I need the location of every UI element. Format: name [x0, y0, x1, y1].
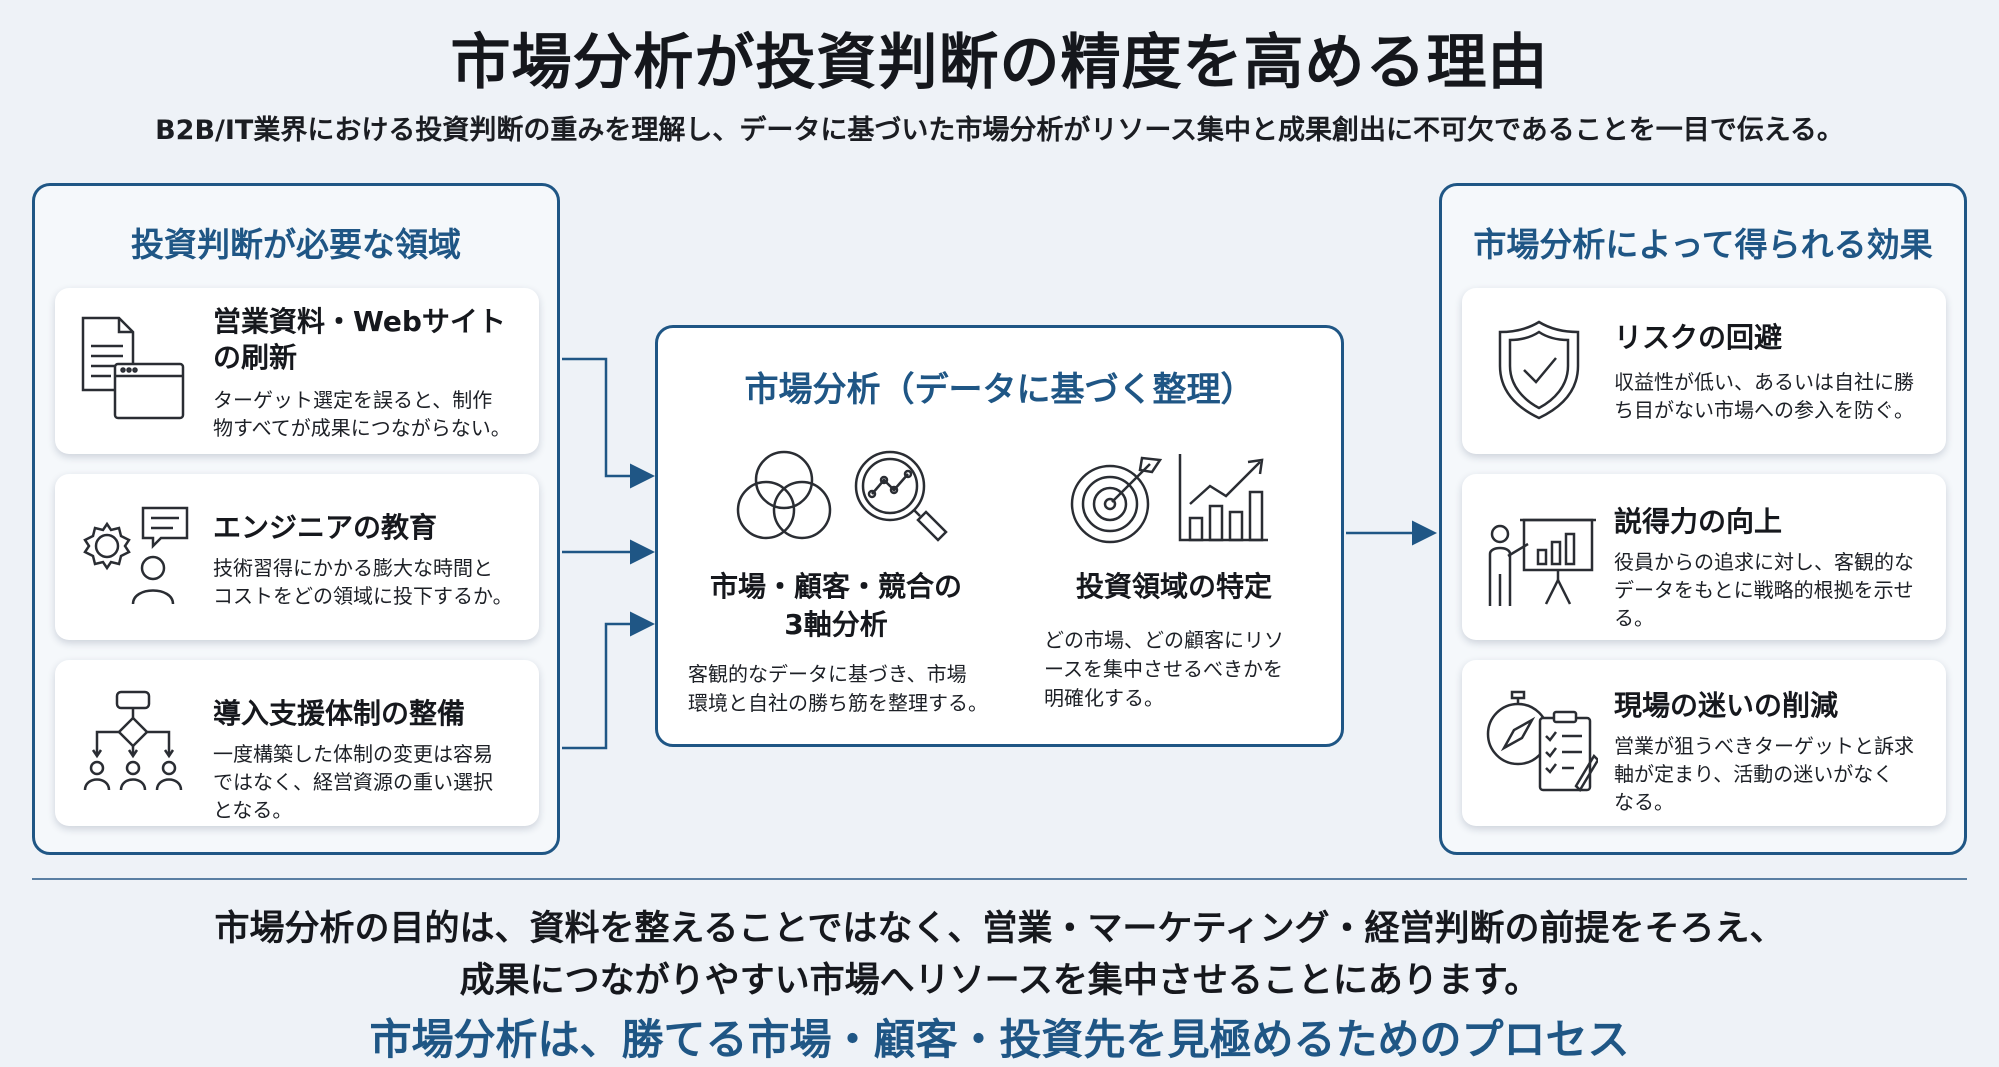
page-subtitle: B2B/IT業界における投資判断の重みを理解し、データに基づいた市場分析がリソー… — [155, 115, 1844, 146]
document-browser-icon — [77, 312, 187, 424]
card-title: 現場の迷いの削減 — [1614, 689, 1839, 722]
card-title: 営業資料・Webサイト の刷新 — [213, 305, 506, 374]
card-title: リスクの回避 — [1614, 321, 1783, 354]
page-title: 市場分析が投資判断の精度を高める理由 — [450, 28, 1549, 98]
summary-line-1: 市場分析の目的は、資料を整えることではなく、営業・マーケティング・経営判断の前提… — [214, 909, 1785, 949]
column-description: どの市場、どの顧客にリソ ースを集中させるべきかを 明確化する。 — [1044, 628, 1284, 710]
card-reduce-confusion: 現場の迷いの削減 営業が狙うべきターゲットと訴求 軸が定まり、活動の迷いがなく … — [1462, 660, 1946, 826]
card-description: 営業が狙うべきターゲットと訴求 軸が定まり、活動の迷いがなく なる。 — [1614, 734, 1914, 814]
center-panel: 市場分析（データに基づく整理） 市場・顧客・競合の 3軸分析 客観的なデータに基… — [655, 325, 1344, 747]
flowchart-people-icon — [77, 688, 189, 794]
right-panel: 市場分析によって得られる効果 リスクの回避 収益性が低い、あるいは自社に勝 ち目… — [1439, 183, 1967, 855]
gear-person-chat-icon — [77, 502, 193, 610]
card-title: 導入支援体制の整備 — [213, 697, 466, 730]
card-description: 役員からの追求に対し、客観的な データをもとに戦略的根拠を示せ る。 — [1614, 550, 1914, 630]
card-sales-materials: 営業資料・Webサイト の刷新 ターゲット選定を誤ると、制作 物すべてが成果につ… — [55, 288, 539, 454]
key-message: 市場分析は、勝てる市場・顧客・投資先を見極めるためのプロセス — [369, 1015, 1630, 1064]
target-arrow-icon — [1068, 450, 1164, 550]
card-title: エンジニアの教育 — [213, 511, 438, 544]
left-panel-title: 投資判断が必要な領域 — [131, 225, 461, 264]
compass-checklist-icon — [1482, 690, 1598, 794]
right-panel-title: 市場分析によって得られる効果 — [1473, 225, 1933, 264]
card-description: 技術習得にかかる膨大な時間と コストをどの領域に投下するか。 — [213, 556, 513, 608]
column-description: 客観的なデータに基づき、市場 環境と自社の勝ち筋を整理する。 — [688, 662, 988, 715]
card-title: 説得力の向上 — [1614, 505, 1783, 538]
card-support-structure: 導入支援体制の整備 一度構築した体制の変更は容易 ではなく、経営資源の重い選択 … — [55, 660, 539, 826]
card-risk-avoidance: リスクの回避 収益性が低い、あるいは自社に勝 ち目がない市場への参入を防ぐ。 — [1462, 288, 1946, 454]
column-title: 市場・顧客・競合の 3軸分析 — [709, 570, 962, 641]
growth-chart-icon — [1176, 450, 1272, 550]
card-engineer-training: エンジニアの教育 技術習得にかかる膨大な時間と コストをどの領域に投下するか。 — [55, 474, 539, 640]
left-panel: 投資判断が必要な領域 営業資料・Webサイト の刷新 ターゲット選定を誤ると、制… — [32, 183, 560, 855]
shield-check-icon — [1496, 318, 1582, 422]
venn-diagram-icon — [732, 448, 836, 548]
card-persuasiveness: 説得力の向上 役員からの追求に対し、客観的な データをもとに戦略的根拠を示せ る… — [1462, 474, 1946, 640]
card-description: 収益性が低い、あるいは自社に勝 ち目がない市場への参入を防ぐ。 — [1614, 370, 1914, 422]
section-divider — [32, 878, 1967, 880]
presenter-chart-icon — [1484, 514, 1596, 608]
card-description: 一度構築した体制の変更は容易 ではなく、経営資源の重い選択 となる。 — [213, 742, 493, 822]
center-panel-title: 市場分析（データに基づく整理） — [744, 370, 1255, 410]
summary-line-2: 成果につながりやすい市場へリソースを集中させることにあります。 — [459, 961, 1540, 1001]
column-title: 投資領域の特定 — [1075, 570, 1272, 603]
magnifier-chart-icon — [850, 446, 950, 550]
card-description: ターゲット選定を誤ると、制作 物すべてが成果につながらない。 — [213, 388, 511, 440]
